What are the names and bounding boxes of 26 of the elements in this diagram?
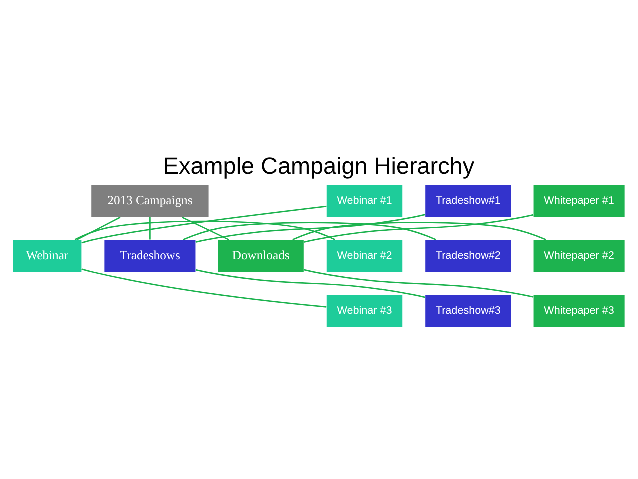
node-box: Webinar <box>13 240 82 272</box>
node-box: Tradeshow#3 <box>426 294 512 328</box>
node-box: Webinar #2 <box>326 240 403 272</box>
node-box: Whitepaper #3 <box>534 294 625 328</box>
connector <box>74 220 336 240</box>
node-box: Whitepaper #1 <box>534 184 625 218</box>
node-box: Webinar #3 <box>326 294 403 328</box>
connector <box>82 268 327 308</box>
connector <box>183 222 436 240</box>
node-box: Tradeshow#1 <box>426 184 512 218</box>
connector <box>196 214 426 243</box>
node-box: Tradeshow#2 <box>426 240 512 272</box>
connector <box>292 222 546 240</box>
diagram-title: Example Campaign Hierarchy <box>163 152 475 179</box>
connector <box>196 269 426 298</box>
connector <box>304 269 534 298</box>
node-box: 2013 Campaigns <box>92 184 209 218</box>
connector <box>304 214 534 244</box>
connector <box>182 216 230 241</box>
connector <box>82 206 327 244</box>
node-box: Downloads <box>218 240 304 272</box>
connector <box>150 217 151 240</box>
node-box: Whitepaper #2 <box>534 240 625 272</box>
node-box: Tradeshows <box>104 240 196 272</box>
node-box: Webinar #1 <box>326 184 403 218</box>
connector <box>76 216 121 241</box>
